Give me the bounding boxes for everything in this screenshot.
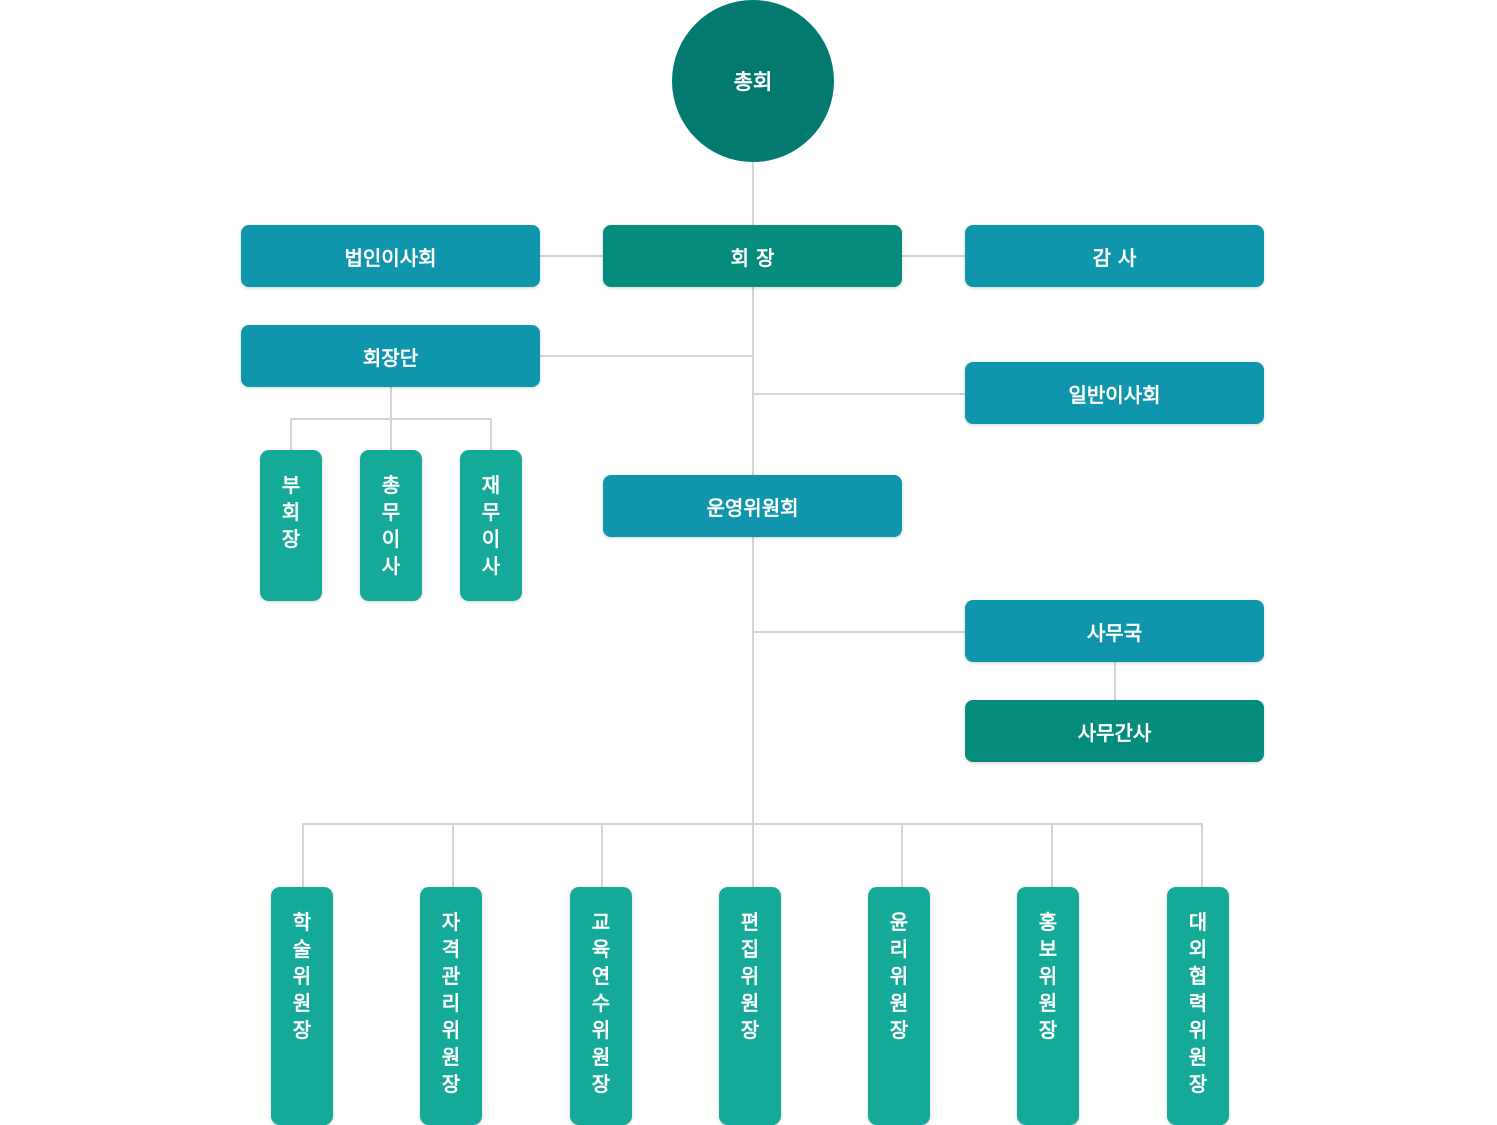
secretariat-node: 사무국 [965, 600, 1264, 662]
auditor-label: 감 사 [1092, 245, 1137, 270]
committee-chair-node: 윤리위원장 [868, 887, 930, 1125]
president-node: 회 장 [603, 225, 902, 287]
committee-chair-node: 편집위원장 [719, 887, 781, 1125]
operating-committee-label: 운영위원회 [706, 495, 799, 520]
committee-chair-node: 자격관리위원장 [420, 887, 482, 1125]
auditor-node: 감 사 [965, 225, 1264, 287]
secretary-label: 사무간사 [1077, 720, 1152, 745]
committee-chair-label: 편집위원장 [740, 910, 760, 1042]
connector-presidency-drop-3 [490, 418, 492, 451]
secretary-node: 사무간사 [965, 700, 1264, 762]
connector-committee-drop-5 [901, 823, 903, 888]
presidency-member-label: 부회장 [281, 473, 301, 551]
connector-committee-drop-3 [601, 823, 603, 888]
connector-presidency-drop-1 [290, 418, 292, 451]
connector-committee-drop-1 [302, 823, 304, 888]
presidency-member-node: 총무이사 [360, 450, 422, 601]
committee-chair-label: 윤리위원장 [889, 910, 909, 1042]
committee-chair-node: 학술위원장 [271, 887, 333, 1125]
committee-chair-label: 학술위원장 [292, 910, 312, 1042]
connector-committee-drop-7 [1201, 823, 1203, 888]
corporate-board-label: 법인이사회 [344, 245, 437, 270]
connector-corporate-board [540, 255, 604, 257]
committee-chair-node: 홍보위원장 [1017, 887, 1079, 1125]
committee-chair-node: 교육연수위원장 [570, 887, 632, 1125]
general-board-label: 일반이사회 [1068, 382, 1161, 407]
connector-presidency [540, 355, 753, 357]
president-label: 회 장 [730, 245, 775, 270]
connector-committee-drop-6 [1051, 823, 1053, 888]
committee-chair-label: 교육연수위원장 [591, 910, 611, 1096]
connector-general-board [753, 393, 966, 395]
presidency-member-label: 총무이사 [381, 473, 401, 578]
presidency-member-node: 재무이사 [460, 450, 522, 601]
committee-chair-label: 대외협력위원장 [1188, 910, 1208, 1096]
committee-chair-label: 홍보위원장 [1038, 910, 1058, 1042]
presidency-node: 회장단 [241, 325, 540, 387]
secretariat-label: 사무국 [1086, 620, 1143, 645]
general-board-node: 일반이사회 [965, 362, 1264, 424]
presidency-member-node: 부회장 [260, 450, 322, 601]
operating-committee-node: 운영위원회 [603, 475, 902, 537]
committee-chair-node: 대외협력위원장 [1167, 887, 1229, 1125]
general-assembly-label: 총회 [733, 70, 773, 94]
presidency-member-label: 재무이사 [481, 473, 501, 578]
connector-auditor [902, 255, 966, 257]
committee-chair-label: 자격관리위원장 [441, 910, 461, 1096]
connector-committee-drop-2 [452, 823, 454, 888]
connector-secretariat [753, 631, 966, 633]
connector-committee-drop-4 [752, 823, 754, 888]
connector-presidency-down [390, 386, 392, 419]
corporate-board-node: 법인이사회 [241, 225, 540, 287]
connector-secretary [1114, 661, 1116, 701]
general-assembly-node: 총회 [672, 0, 834, 162]
connector-presidency-drop-2 [390, 418, 392, 451]
presidency-label: 회장단 [362, 345, 419, 370]
